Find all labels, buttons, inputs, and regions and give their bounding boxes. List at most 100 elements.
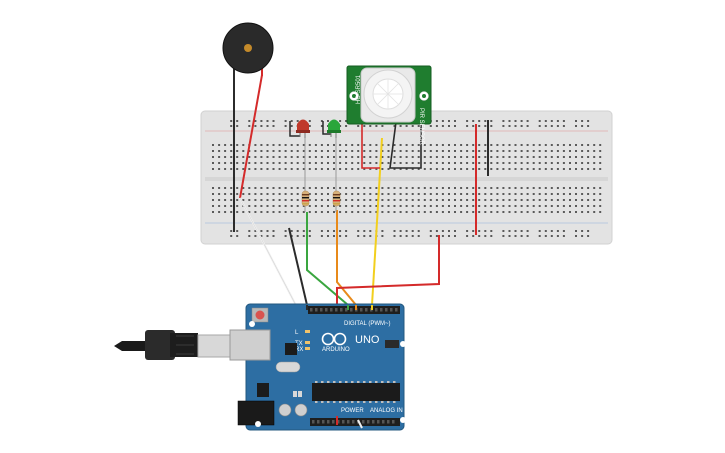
breadboard-hole — [345, 235, 348, 237]
header-pin[interactable] — [352, 420, 355, 424]
breadboard-hole — [472, 150, 475, 152]
breadboard-hole — [284, 156, 287, 158]
breadboard-hole — [544, 205, 547, 207]
breadboard-hole — [351, 156, 354, 158]
breadboard-hole — [514, 235, 517, 237]
breadboard-hole — [562, 187, 565, 189]
breadboard-hole — [290, 125, 293, 127]
breadboard-hole — [363, 211, 366, 213]
crystal — [275, 361, 301, 373]
chip-leg — [351, 381, 354, 383]
header-pin[interactable] — [335, 308, 338, 312]
chip-leg — [363, 381, 366, 383]
breadboard-hole — [472, 235, 475, 237]
header-pin[interactable] — [312, 420, 315, 424]
breadboard-hole — [448, 125, 450, 127]
header-pin[interactable] — [310, 308, 313, 312]
breadboard-hole — [411, 205, 414, 207]
breadboard-hole — [569, 193, 571, 195]
breadboard-hole — [508, 205, 511, 207]
resistor-1[interactable] — [301, 138, 310, 212]
header-pin[interactable] — [395, 308, 398, 312]
header-pin[interactable] — [382, 420, 385, 424]
breadboard-hole — [387, 187, 390, 189]
green-led-wire — [306, 212, 349, 306]
breadboard-hole — [575, 193, 577, 195]
breadboard-hole — [345, 193, 348, 195]
header-pin[interactable] — [367, 420, 370, 424]
breadboard-hole — [532, 156, 535, 158]
breadboard-hole — [466, 156, 469, 158]
arduino-uno-board[interactable]: DIGITAL (PWM~) POWER ANALOG IN TX RX L U… — [229, 303, 406, 431]
header-pin[interactable] — [377, 420, 380, 424]
breadboard-hole — [575, 230, 577, 232]
header-pin[interactable] — [332, 420, 335, 424]
breadboard-hole — [520, 235, 523, 237]
breadboard-hole — [387, 150, 390, 152]
breadboard-hole — [314, 162, 317, 164]
reset-button[interactable] — [255, 310, 265, 320]
breadboard-hole — [429, 156, 432, 158]
header-pin[interactable] — [390, 308, 393, 312]
breadboard-hole — [556, 162, 559, 164]
breadboard-hole — [435, 168, 438, 170]
breadboard[interactable] — [200, 110, 613, 245]
header-pin[interactable] — [330, 308, 333, 312]
breadboard-hole — [587, 193, 590, 195]
header-pin[interactable] — [315, 308, 318, 312]
breadboard-hole — [466, 150, 469, 152]
header-pin[interactable] — [340, 308, 343, 312]
breadboard-hole — [272, 199, 275, 201]
header-pin[interactable] — [385, 308, 388, 312]
breadboard-hole — [490, 150, 493, 152]
breadboard-hole — [357, 150, 360, 152]
breadboard-hole — [339, 168, 342, 170]
pir-sensor[interactable]: HC-SR501 PIR SENSOR — [346, 65, 432, 146]
breadboard-hole — [532, 162, 535, 164]
breadboard-hole — [562, 205, 565, 207]
red-led[interactable] — [296, 119, 310, 139]
header-pin[interactable] — [362, 420, 365, 424]
header-pin[interactable] — [375, 308, 378, 312]
header-pin[interactable] — [372, 420, 375, 424]
header-pin[interactable] — [350, 308, 353, 312]
header-pin[interactable] — [337, 420, 340, 424]
header-pin[interactable] — [342, 420, 345, 424]
breadboard-hole — [296, 187, 299, 189]
header-pin[interactable] — [365, 308, 368, 312]
breadboard-hole — [278, 168, 281, 170]
header-pin[interactable] — [317, 420, 320, 424]
breadboard-hole — [363, 193, 366, 195]
header-pin[interactable] — [345, 308, 348, 312]
breadboard-hole — [514, 156, 517, 158]
breadboard-hole — [405, 144, 408, 146]
breadboard-hole — [423, 193, 426, 195]
breadboard-hole — [502, 125, 505, 127]
breadboard-hole — [478, 144, 481, 146]
header-pin[interactable] — [347, 420, 350, 424]
breadboard-hole — [212, 205, 214, 207]
header-pin[interactable] — [392, 420, 395, 424]
breadboard-hole — [435, 125, 438, 127]
header-pin[interactable] — [380, 308, 383, 312]
l-label: L — [295, 330, 299, 336]
header-pin[interactable] — [327, 420, 330, 424]
header-pin[interactable] — [320, 308, 323, 312]
header-pin[interactable] — [322, 420, 325, 424]
breadboard-hole — [502, 120, 505, 122]
breadboard-hole — [333, 156, 335, 158]
breadboard-hole — [254, 162, 257, 164]
breadboard-hole — [454, 211, 456, 213]
breadboard-hole — [411, 199, 414, 201]
resistor-2[interactable] — [332, 138, 341, 212]
piezo-buzzer[interactable] — [222, 22, 274, 76]
breadboard-hole — [242, 193, 245, 195]
green-led[interactable] — [327, 119, 341, 139]
header-pin[interactable] — [325, 308, 328, 312]
breadboard-hole — [550, 199, 553, 201]
header-pin[interactable] — [360, 308, 363, 312]
pir-gnd-lead — [389, 121, 422, 169]
breadboard-hole — [556, 168, 559, 170]
breadboard-hole — [448, 193, 450, 195]
header-pin[interactable] — [387, 420, 390, 424]
